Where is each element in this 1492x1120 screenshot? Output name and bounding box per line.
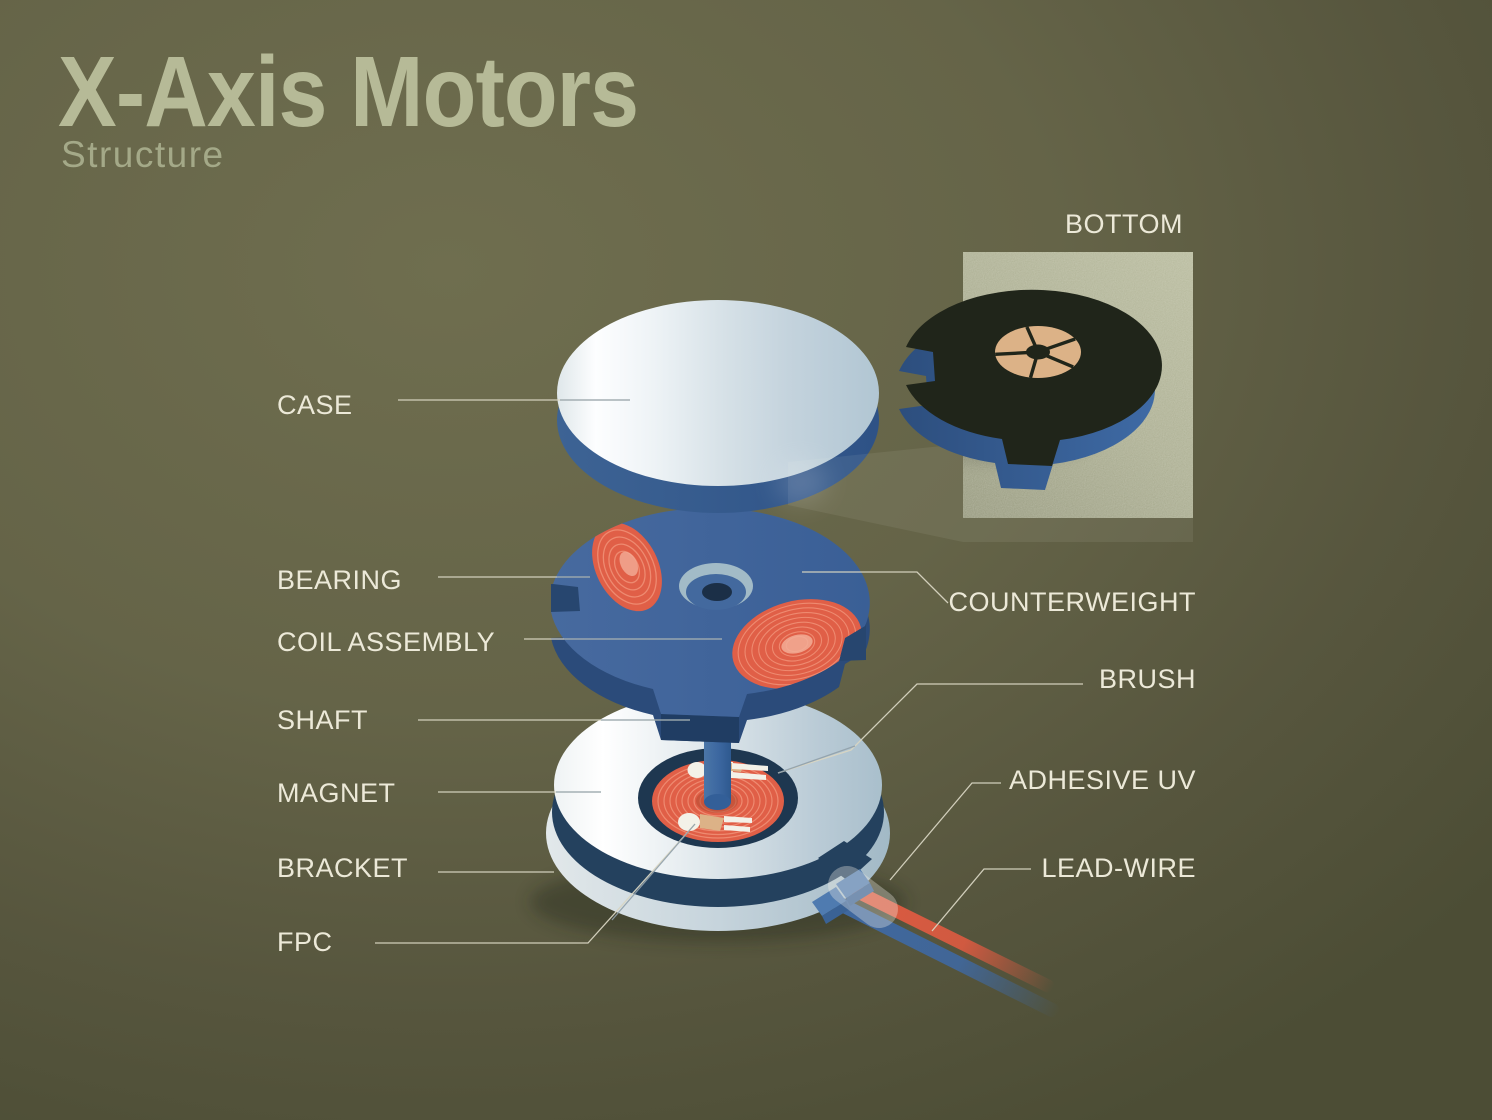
label-bearing: BEARING [277,565,403,595]
label-case: CASE [277,390,353,420]
label-bottom: BOTTOM [1064,209,1183,239]
label-coil-assembly: COIL ASSEMBLY [277,627,496,657]
label-adhesive-uv: ADHESIVE UV [1008,765,1196,795]
bottom-hub [995,326,1081,379]
page-title: X-Axis Motors [58,36,639,148]
bottom-inset-panel [899,252,1193,518]
lead-wires [812,865,1059,1017]
label-shaft: SHAFT [277,705,369,735]
counterweight-leader-line [802,571,949,604]
bearing-part [679,563,753,610]
wire-connectors [812,869,874,924]
hub-hole [1026,344,1050,360]
bottom-view-top [906,289,1162,466]
adhesive-uv-blob [828,865,898,929]
label-lead-wire: LEAD-WIRE [1041,853,1196,883]
brush-contacts [678,762,768,832]
bottom-assembly [530,691,1059,1017]
label-bracket: BRACKET [277,853,409,883]
counterweight-tab-side [661,714,739,743]
label-magnet: MAGNET [277,778,396,808]
coil-upper-left [592,522,662,612]
brush-leader-on-disc [777,745,856,774]
coil-lower-right [732,599,862,689]
label-brush: BRUSH [1098,664,1196,694]
hub-spokes [995,326,1076,379]
label-fpc: FPC [277,927,333,957]
page-subtitle: Structure [61,134,225,175]
beam-glow [775,460,827,504]
case-top [557,300,879,486]
adhesive-uv-leader-line [889,782,1001,881]
counterweight-part [551,507,870,743]
counterweight-notch-left [551,584,580,612]
label-counterweight: COUNTERWEIGHT [948,587,1196,617]
lead-wire-leader-line [931,868,1031,932]
bottom-view-disc [899,289,1162,490]
fpc-leader-on-disc [611,823,696,921]
brush-leader-line [777,683,1083,774]
fpc-leader-line [375,823,696,944]
